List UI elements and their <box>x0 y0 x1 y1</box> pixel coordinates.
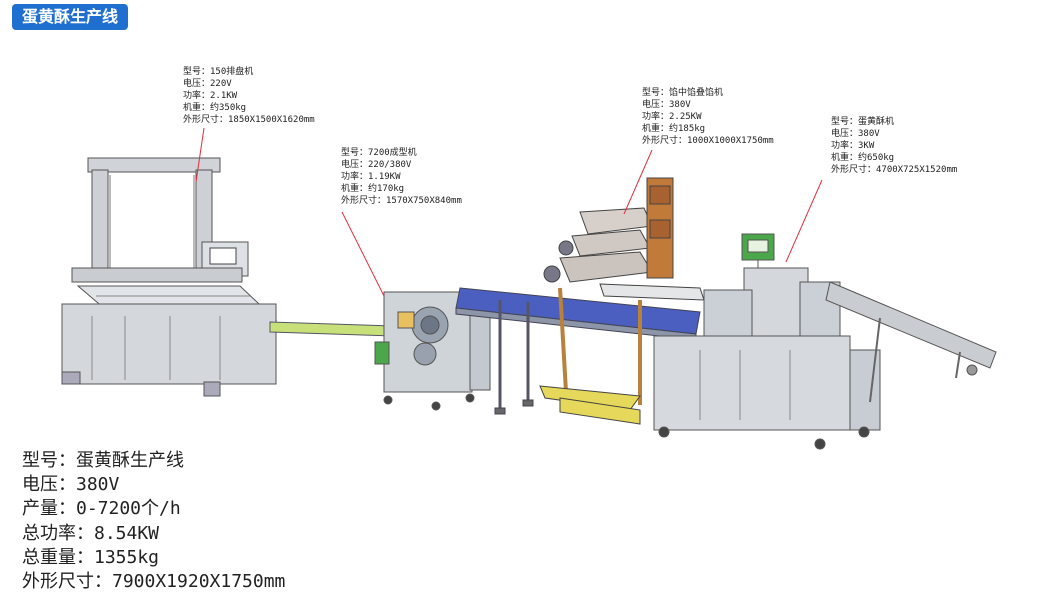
spec-size: 外形尺寸：1850X1500X1620mm <box>183 115 315 125</box>
summary-total-power: 总功率：8.54KW <box>22 522 160 544</box>
spec-power: 功率：3KW <box>831 141 875 151</box>
spec-voltage: 电压：380V <box>642 100 691 110</box>
forming-machine <box>374 291 491 411</box>
spec-voltage: 电压：220/380V <box>341 160 412 170</box>
spec-voltage: 电压：220V <box>183 79 232 89</box>
spec-size: 外形尺寸：1570X750X840mm <box>341 196 462 206</box>
spec-size: 外形尺寸：1000X1000X1750mm <box>642 136 774 146</box>
spec-model: 型号：150排盘机 <box>183 67 254 77</box>
spec-weight: 机重：约170kg <box>341 184 405 194</box>
line-summary: 型号：蛋黄酥生产线 电压：380V 产量：0-7200个/h 总功率：8.54K… <box>22 449 285 594</box>
spec-tray-machine: 型号：150排盘机 电压：220V 功率：2.1KW 机重：约350kg 外形尺… <box>183 66 315 126</box>
spec-model: 型号：蛋黄酥机 <box>831 117 895 127</box>
spec-weight: 机重：约185kg <box>642 124 706 134</box>
spec-forming-machine: 型号：7200成型机 电压：220/380V 功率：1.19KW 机重：约170… <box>341 147 462 207</box>
spec-filling-machine: 型号：馅中馅叠馅机 电压：380V 功率：2.25KW 机重：约185kg 外形… <box>642 87 774 147</box>
pastry-machine <box>653 233 997 450</box>
summary-voltage: 电压：380V <box>22 474 120 496</box>
summary-model: 型号：蛋黄酥生产线 <box>22 450 184 471</box>
spec-model: 型号：馅中馅叠馅机 <box>642 88 724 98</box>
summary-output: 产量：0-7200个/h <box>22 498 181 520</box>
summary-total-weight: 总重量：1355kg <box>22 546 160 568</box>
spec-pastry-machine: 型号：蛋黄酥机 电压：380V 功率：3KW 机重：约650kg 外形尺寸：47… <box>831 116 957 176</box>
spec-size: 外形尺寸：4700X725X1520mm <box>831 165 958 175</box>
spec-weight: 机重：约650kg <box>831 153 895 163</box>
spec-power: 功率：2.25KW <box>642 112 702 122</box>
transfer-conveyor <box>269 321 393 337</box>
annotation-pointers <box>195 127 823 297</box>
tray-arranging-machine <box>61 157 278 397</box>
spec-model: 型号：7200成型机 <box>341 148 417 158</box>
filling-machine <box>539 177 705 425</box>
page-title: 蛋黄酥生产线 <box>12 4 129 30</box>
spec-weight: 机重：约350kg <box>183 103 247 113</box>
spec-voltage: 电压：380V <box>831 129 880 139</box>
spec-power: 功率：2.1KW <box>183 91 238 101</box>
summary-size: 外形尺寸：7900X1920X1750mm <box>22 571 286 593</box>
spec-power: 功率：1.19KW <box>341 172 401 182</box>
